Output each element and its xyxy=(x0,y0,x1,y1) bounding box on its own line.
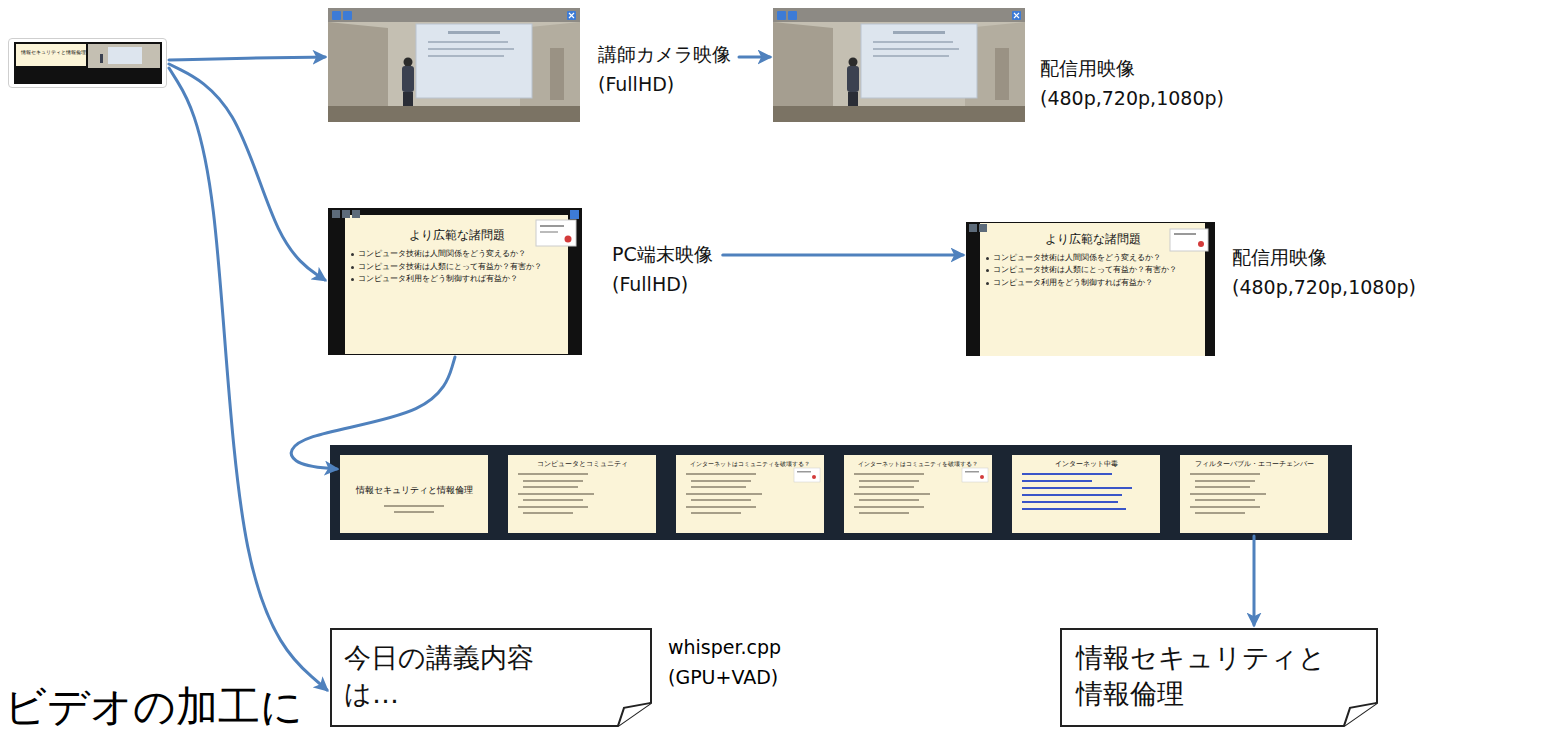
pc-frame xyxy=(570,210,579,219)
bullet-text: コンピュータ利用をどう制御すれば有益か？ xyxy=(993,278,1198,288)
thumbnail-picture xyxy=(14,42,162,84)
thumbnail-picture xyxy=(88,44,160,68)
pc-frame xyxy=(1170,229,1208,251)
slide-strip xyxy=(844,455,992,533)
bullet-dot xyxy=(351,266,354,269)
slide-strip xyxy=(384,505,444,507)
stream-video: より広範な諸問題コンピュータ技術は人間関係をどう変えるか？ コンピュータ技術は人類… xyxy=(966,222,1215,356)
cut-heading: ビデオの加工に xyxy=(4,686,304,728)
node-text: 情報セキュリティと情報倫理 xyxy=(344,485,484,496)
pc-frame xyxy=(979,224,987,232)
slide-strip xyxy=(1190,473,1266,514)
pc-video: より広範な諸問題コンピュータ技術は人間関係をどう変えるか？ コンピュータ技術は人類… xyxy=(328,208,582,355)
node-label: 今日の講義内容は… xyxy=(344,640,544,713)
camera-frame xyxy=(328,8,580,122)
flow-arrow xyxy=(169,64,325,280)
pc-frame xyxy=(969,224,977,232)
slide-strip xyxy=(394,511,434,513)
camera-video: 講師カメラ映像 (FullHD) xyxy=(328,8,580,122)
flow-arrow xyxy=(291,357,455,469)
callout-fold xyxy=(618,703,651,726)
slide-strip xyxy=(854,473,930,514)
bullet-text: コンピュータ技術は人間関係をどう変えるか？ xyxy=(993,253,1198,263)
pc-frame xyxy=(328,208,582,355)
node-label: 講師カメラ映像 (FullHD) xyxy=(598,39,763,100)
node-text: 情報セキュリティと情報倫理 xyxy=(17,49,89,55)
node-label: PC端末映像 (FullHD) xyxy=(612,239,777,300)
node-label: 配信用映像 (480p,720p,1080p) xyxy=(1040,53,1240,114)
slide-strip xyxy=(676,455,824,533)
callout-outline xyxy=(331,629,651,726)
pc-frame xyxy=(540,231,558,233)
slide-strip xyxy=(1180,455,1328,533)
pc-frame xyxy=(1174,233,1196,235)
slide-strip xyxy=(330,445,1352,540)
pc-frame xyxy=(342,210,350,218)
slide-strip xyxy=(794,468,820,482)
slide-strip xyxy=(1012,455,1160,533)
node-text: コンピュータとコミュニティ xyxy=(514,460,650,468)
node-text: インターネット中毒 xyxy=(1018,460,1154,468)
node-label: 情報セキュリティと情報倫理 xyxy=(1076,640,1338,713)
stream-video: 配信用映像 (480p,720p,1080p) xyxy=(773,8,1022,122)
thumbnail: 情報セキュリティと情報倫理 xyxy=(8,38,167,88)
flow-arrow xyxy=(739,56,770,59)
slide-thumbnail: フィルターバブル・エコーチェンバー xyxy=(1180,455,1328,533)
flow-arrow xyxy=(169,57,325,60)
pc-frame xyxy=(565,236,572,243)
callout-note: 情報セキュリティと情報倫理 xyxy=(1060,628,1378,727)
slide-thumbnail: インターネットはコミュニティを破壊する？ xyxy=(676,455,824,533)
pc-frame xyxy=(328,208,582,355)
node-text: より広範な諸問題 xyxy=(345,228,568,243)
pc-frame xyxy=(332,210,340,218)
slide-thumbnail: コンピュータとコミュニティ xyxy=(508,455,656,533)
pc-frame xyxy=(966,222,1215,356)
flow-arrow xyxy=(723,254,963,257)
bullet-text: コンピュータ技術は人類にとって有益か？有害か？ xyxy=(358,262,563,272)
slide-strip xyxy=(340,455,488,533)
bullet-dot xyxy=(986,282,989,285)
bullet-dot xyxy=(986,269,989,272)
slide-thumbnail: 情報セキュリティと情報倫理 xyxy=(340,455,488,533)
thumbnail-picture xyxy=(108,47,142,64)
pc-frame xyxy=(352,210,360,218)
node-text: より広範な諸問題 xyxy=(980,232,1205,247)
tool-label: whisper.cpp (GPU+VAD) xyxy=(668,632,803,693)
thumbnail-picture xyxy=(14,42,162,84)
flow-arrow xyxy=(169,68,327,690)
bullet-text: コンピュータ技術は人間関係をどう変えるか？ xyxy=(358,249,563,259)
bullet-text: コンピュータ技術は人類にとって有益か？有害か？ xyxy=(993,265,1198,275)
callout-fold xyxy=(1344,703,1377,726)
node-label: 配信用映像 (480p,720p,1080p) xyxy=(1232,242,1432,303)
node-text: インターネットはコミュニティを破壊する？ xyxy=(682,460,818,468)
pc-frame xyxy=(536,220,576,246)
pc-frame xyxy=(1198,241,1204,247)
flow-arrow xyxy=(1253,536,1256,625)
slide-thumbnail: インターネットはコミュニティを破壊する？ xyxy=(844,455,992,533)
bullet-dot xyxy=(351,253,354,256)
pc-frame xyxy=(345,215,568,354)
bullet-dot xyxy=(986,257,989,260)
slide-strip xyxy=(518,473,594,514)
node-text: フィルターバブル・エコーチェンバー xyxy=(1186,460,1322,468)
node-text: インターネットはコミュニティを破壊する？ xyxy=(850,460,986,468)
pc-frame xyxy=(966,222,1215,356)
camera-frame xyxy=(773,8,1025,122)
slide-strip xyxy=(330,445,1352,540)
slide-strip xyxy=(1022,473,1132,510)
slide-strip xyxy=(686,473,762,514)
slide-strip xyxy=(508,455,656,533)
thumbnail-picture xyxy=(100,54,103,63)
pc-frame xyxy=(540,225,564,227)
bullet-dot xyxy=(351,278,354,281)
callout-note: 今日の講義内容は… xyxy=(330,628,652,727)
callout-outline xyxy=(1061,629,1377,726)
bullet-text: コンピュータ利用をどう制御すれば有益か？ xyxy=(358,274,563,284)
slide-thumbnail: インターネット中毒 xyxy=(1012,455,1160,533)
slide-strip xyxy=(962,468,988,482)
